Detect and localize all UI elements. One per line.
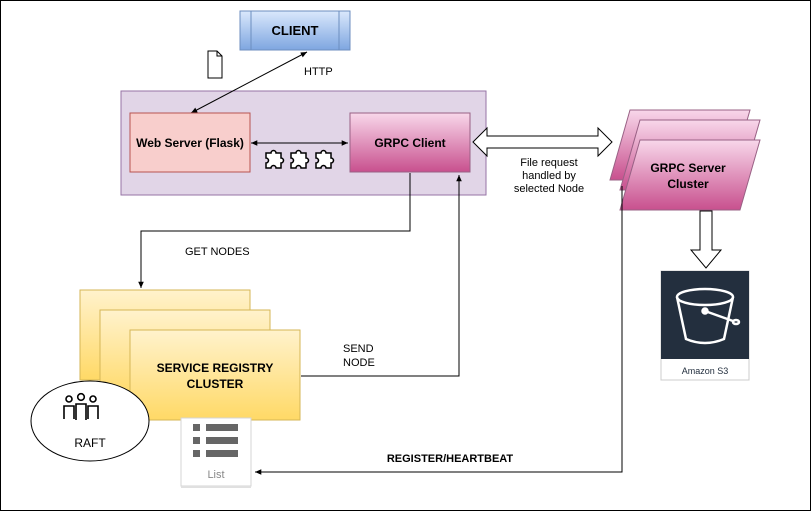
file-request-label-2: handled by (522, 170, 576, 182)
file-request-label-3: selected Node (514, 183, 584, 195)
puzzle-icon (265, 149, 335, 169)
s3-label: Amazon S3 (682, 366, 729, 376)
send-node-label-2: NODE (343, 357, 375, 369)
client-label: CLIENT (272, 23, 319, 38)
registry-label-2: CLUSTER (187, 377, 244, 391)
s3-upload-edge (689, 210, 723, 269)
register-label: REGISTER/HEARTBEAT (387, 453, 514, 465)
list-icon (193, 424, 238, 457)
get-nodes-edge (138, 173, 411, 288)
file-request-label-1: File request (520, 157, 577, 169)
raft-label: RAFT (74, 436, 106, 450)
grpc-client-label: GRPC Client (374, 136, 445, 150)
raft-node[interactable]: RAFT (30, 380, 150, 462)
amazon-s3-node[interactable]: Amazon S3 (660, 270, 750, 381)
send-node-edge (301, 175, 462, 377)
get-nodes-label: GET NODES (185, 246, 250, 258)
bucket-icon (675, 287, 741, 345)
grpc-cluster-label-1: GRPC Server (650, 161, 726, 175)
web-server-label: Web Server (Flask) (136, 136, 244, 150)
users-icon (63, 392, 99, 420)
list-node[interactable]: List (180, 417, 252, 488)
document-icon (207, 50, 223, 79)
http-label: HTTP (304, 66, 333, 78)
service-registry-cluster[interactable]: SERVICE REGISTRY CLUSTER (79, 289, 301, 421)
grpc-cluster-label-2: Cluster (667, 177, 709, 191)
list-label: List (207, 469, 224, 481)
send-node-label-1: SEND (343, 343, 374, 355)
registry-label-1: SERVICE REGISTRY (157, 361, 274, 375)
http-edge (190, 51, 308, 114)
web-server-node[interactable]: Web Server (Flask) (129, 112, 251, 173)
register-heartbeat-edge (255, 186, 623, 475)
file-request-edge (472, 126, 613, 158)
grpc-server-cluster[interactable]: GRPC Server Cluster (609, 109, 761, 211)
client-node[interactable]: CLIENT (239, 10, 351, 51)
grpc-client-node[interactable]: GRPC Client (349, 112, 471, 173)
